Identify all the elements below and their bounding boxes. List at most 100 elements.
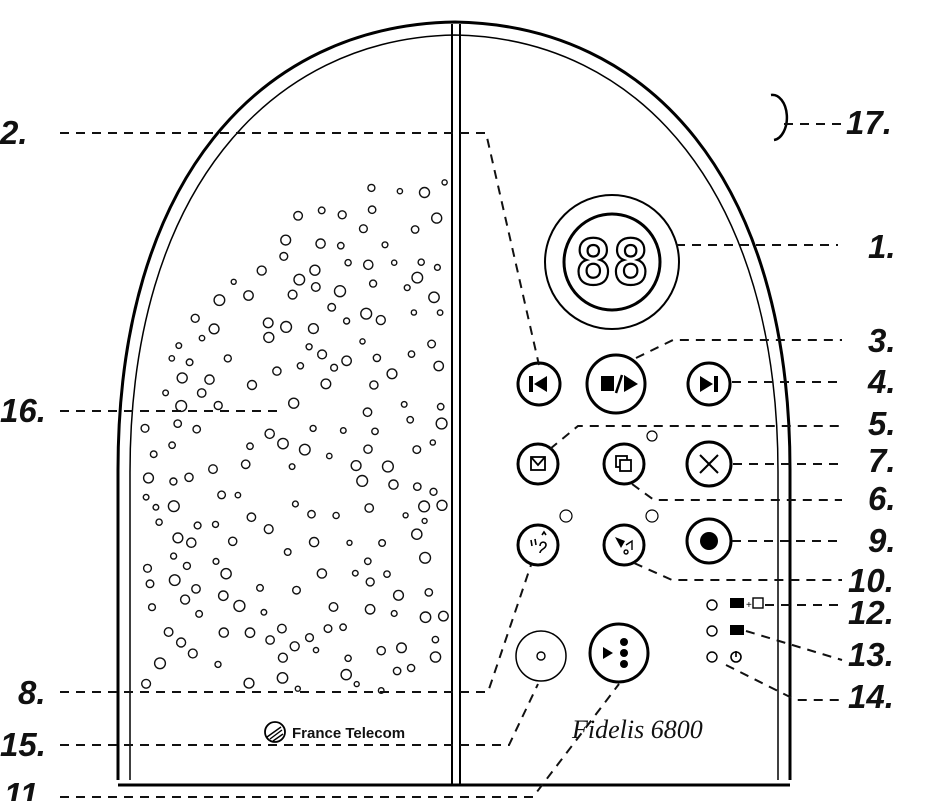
- record-button[interactable]: [685, 517, 733, 565]
- grille-hole: [212, 557, 220, 566]
- grille-hole: [360, 307, 373, 320]
- grille-hole: [276, 623, 287, 634]
- callout-9: 9.: [868, 522, 896, 559]
- grille-hole: [298, 443, 311, 456]
- grille-hole: [213, 294, 226, 307]
- grille-hole: [263, 331, 275, 344]
- grille-hole: [280, 320, 293, 334]
- callout-3: 3.: [868, 322, 896, 359]
- grille-hole: [436, 402, 445, 411]
- grille-hole: [198, 334, 206, 342]
- grille-hole: [220, 567, 232, 580]
- play-menu-button[interactable]: [588, 622, 650, 684]
- grille-hole: [378, 539, 387, 548]
- grille-hole: [208, 323, 220, 335]
- grille-hole: [265, 635, 275, 645]
- grille-hole: [307, 509, 316, 519]
- grille-hole: [155, 518, 163, 527]
- announcement-button[interactable]: [602, 523, 646, 567]
- indicator-dot: [645, 509, 659, 523]
- skip-back-button[interactable]: [516, 361, 562, 407]
- grille-hole: [195, 609, 204, 618]
- grille-hole: [288, 397, 300, 409]
- grille-hole: [371, 427, 379, 436]
- skip-forward-button[interactable]: [686, 361, 732, 407]
- grille-hole: [294, 685, 301, 692]
- grille-hole: [240, 459, 251, 470]
- callout-10: 10.: [848, 562, 894, 599]
- grille-hole: [390, 609, 398, 618]
- grille-hole: [327, 302, 337, 312]
- grille-hole: [392, 666, 402, 676]
- grille-hole: [316, 568, 328, 579]
- greeting-button[interactable]: [516, 523, 560, 567]
- grille-hole: [325, 452, 333, 460]
- grille-hole: [344, 654, 352, 663]
- grille-hole: [179, 594, 191, 605]
- grille-hole: [428, 291, 440, 304]
- speed-dial-button[interactable]: [515, 630, 567, 682]
- grille-hole: [350, 460, 362, 472]
- copy-button[interactable]: [602, 442, 646, 486]
- grille-hole: [256, 265, 267, 276]
- grille-hole: [153, 657, 167, 670]
- grille-hole: [305, 343, 313, 351]
- grille-hole: [175, 399, 188, 413]
- grille-hole: [256, 583, 265, 592]
- callout-4: 4.: [867, 363, 896, 400]
- callout-labels: 2. 1. 3. 4. 5. 7. 6. 9. 10. 12. 13. 14. …: [0, 104, 896, 806]
- grille-hole: [342, 317, 351, 325]
- grille-hole: [431, 212, 443, 224]
- grille-hole: [377, 687, 385, 695]
- device-body: [116, 20, 792, 787]
- grille-hole: [320, 378, 332, 390]
- grille-hole: [272, 366, 282, 376]
- model-label: Fidelis 6800: [571, 715, 703, 744]
- grille-hole: [317, 349, 328, 360]
- grille-hole: [204, 374, 215, 385]
- grille-hole: [390, 259, 398, 267]
- grille-hole: [364, 603, 376, 615]
- grille-hole: [417, 258, 426, 267]
- grille-hole: [263, 523, 274, 535]
- grille-hole: [362, 407, 373, 418]
- indicator-dot: [559, 509, 573, 523]
- grille-hole: [207, 464, 218, 475]
- grille-hole: [427, 339, 437, 349]
- grille-hole: [292, 585, 302, 595]
- grille-hole: [341, 355, 352, 367]
- grille-hole: [185, 537, 197, 549]
- grille-hole: [429, 487, 438, 496]
- grille-hole: [168, 354, 176, 362]
- grille-hole: [217, 490, 227, 500]
- grille-hole: [403, 284, 411, 292]
- grille-hole: [193, 521, 202, 530]
- grille-hole: [328, 602, 339, 613]
- grille-hole: [185, 358, 194, 367]
- delete-icon: [699, 454, 719, 474]
- grille-hole: [315, 238, 326, 249]
- grille-hole: [277, 437, 289, 450]
- message-icon: [530, 456, 546, 471]
- delete-button[interactable]: [685, 440, 733, 488]
- grille-hole: [333, 285, 347, 298]
- grille-hole: [234, 491, 242, 499]
- grille-hole: [431, 635, 440, 644]
- callout-5: 5.: [868, 405, 896, 442]
- grille-hole: [363, 557, 372, 566]
- callout-6: 6.: [868, 480, 896, 517]
- grille-hole: [421, 517, 428, 525]
- stop-play-button[interactable]: [585, 353, 647, 415]
- power-icon: [730, 651, 742, 663]
- grille-hole: [400, 400, 408, 408]
- grille-hole: [142, 472, 155, 484]
- grille-hole: [418, 500, 431, 513]
- grille-hole: [386, 368, 398, 380]
- grille-hole: [162, 389, 170, 397]
- messages-button[interactable]: [516, 442, 560, 486]
- grille-hole: [147, 603, 157, 612]
- callout-1: 1.: [868, 228, 896, 265]
- announcement-icon: [615, 537, 633, 555]
- grille-hole: [367, 183, 376, 193]
